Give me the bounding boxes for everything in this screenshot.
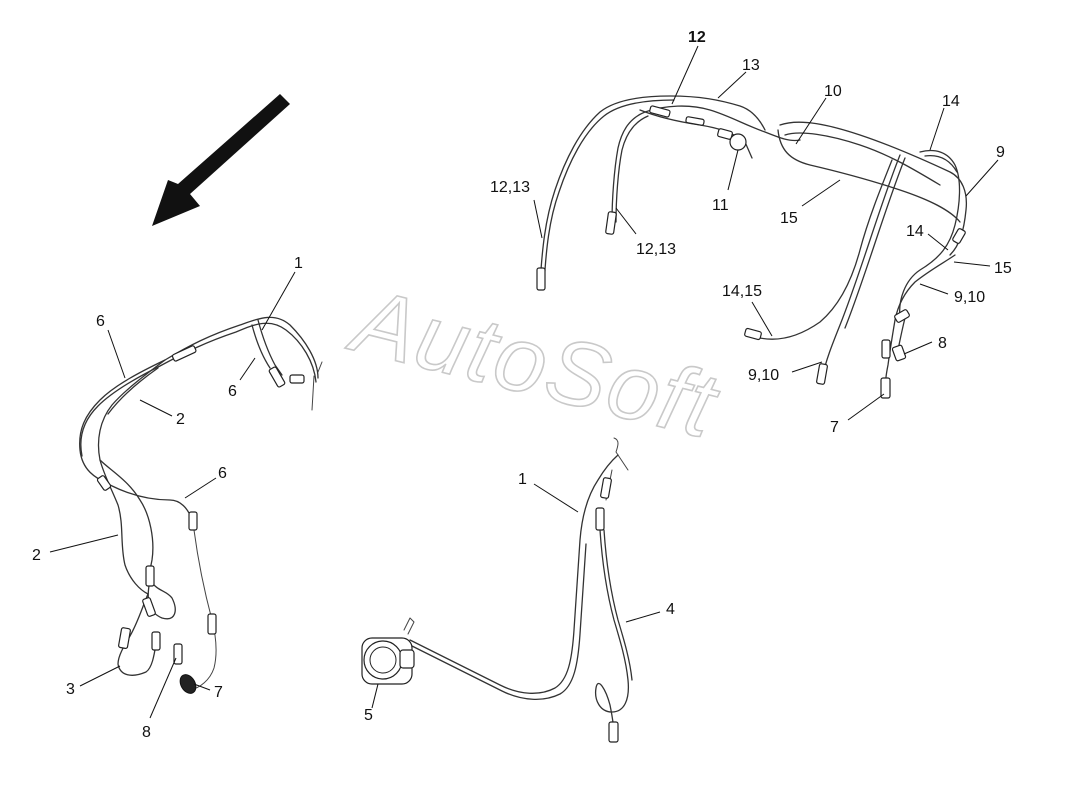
callout-8: 8 — [938, 335, 947, 352]
watermark-text: AutoSoft — [340, 268, 729, 458]
hose-fitting — [289, 374, 305, 384]
callout-6: 6 — [228, 383, 237, 400]
hose-fitting — [816, 363, 828, 385]
hose-fitting — [188, 511, 198, 531]
callout-9-10: 9,10 — [748, 367, 779, 384]
junction-block — [729, 133, 747, 151]
callout-5: 5 — [364, 707, 373, 724]
hose-fitting — [171, 345, 197, 362]
direction-arrow — [152, 94, 290, 226]
hose-fitting — [207, 613, 217, 635]
hose-fitting — [118, 627, 131, 649]
hose-fitting — [595, 507, 605, 531]
hose-fitting — [894, 309, 910, 323]
hose-fitting — [608, 721, 619, 743]
callout-10: 10 — [824, 83, 842, 100]
hose-fitting — [600, 477, 612, 499]
callout-13: 13 — [742, 57, 760, 74]
callout-6: 6 — [218, 465, 227, 482]
callout-9-10: 9,10 — [954, 289, 985, 306]
hose-fitting — [880, 377, 891, 399]
bottom-center-hose-assembly — [409, 437, 633, 736]
hose-fitting — [744, 327, 762, 341]
callout-14-15: 14,15 — [722, 283, 762, 300]
hose-fitting — [605, 211, 617, 235]
callout-15: 15 — [780, 210, 798, 227]
hose-fitting — [145, 565, 155, 587]
callout-12-13: 12,13 — [636, 241, 676, 258]
callout-12-13: 12,13 — [490, 179, 530, 196]
callout-8: 8 — [142, 724, 151, 741]
callout-15: 15 — [994, 260, 1012, 277]
callout-2: 2 — [176, 411, 185, 428]
callout-12: 12 — [688, 29, 706, 46]
callout-7: 7 — [214, 684, 223, 701]
callout-1: 1 — [294, 255, 303, 272]
callout-7: 7 — [830, 419, 839, 436]
brake-chamber — [361, 617, 415, 685]
hose-fitting — [268, 366, 286, 388]
hose-fitting — [891, 344, 907, 362]
callout-11: 11 — [712, 197, 729, 214]
callout-4: 4 — [666, 601, 675, 618]
hose-fitting — [142, 597, 156, 617]
hose-fitting — [96, 475, 112, 491]
leader-lines — [49, 45, 999, 719]
callout-labels: 1 6 2 6 6 2 3 8 7 12 13 10 14 9 12,13 11… — [32, 29, 1012, 741]
callout-14: 14 — [906, 223, 924, 240]
callout-3: 3 — [66, 681, 75, 698]
callout-1: 1 — [518, 471, 527, 488]
callout-6: 6 — [96, 313, 105, 330]
hose-fitting — [649, 105, 671, 118]
hose-fitting — [536, 267, 546, 291]
left-hose-assembly — [79, 316, 323, 691]
callout-9: 9 — [996, 144, 1005, 161]
callout-2: 2 — [32, 547, 41, 564]
hose-fitting — [952, 228, 966, 244]
hose-fitting — [717, 128, 733, 140]
hose-fitting — [151, 631, 161, 651]
hose-fitting — [685, 116, 705, 126]
hose-fitting — [881, 339, 891, 359]
callout-14: 14 — [942, 93, 960, 110]
sensor-plug — [179, 674, 197, 694]
